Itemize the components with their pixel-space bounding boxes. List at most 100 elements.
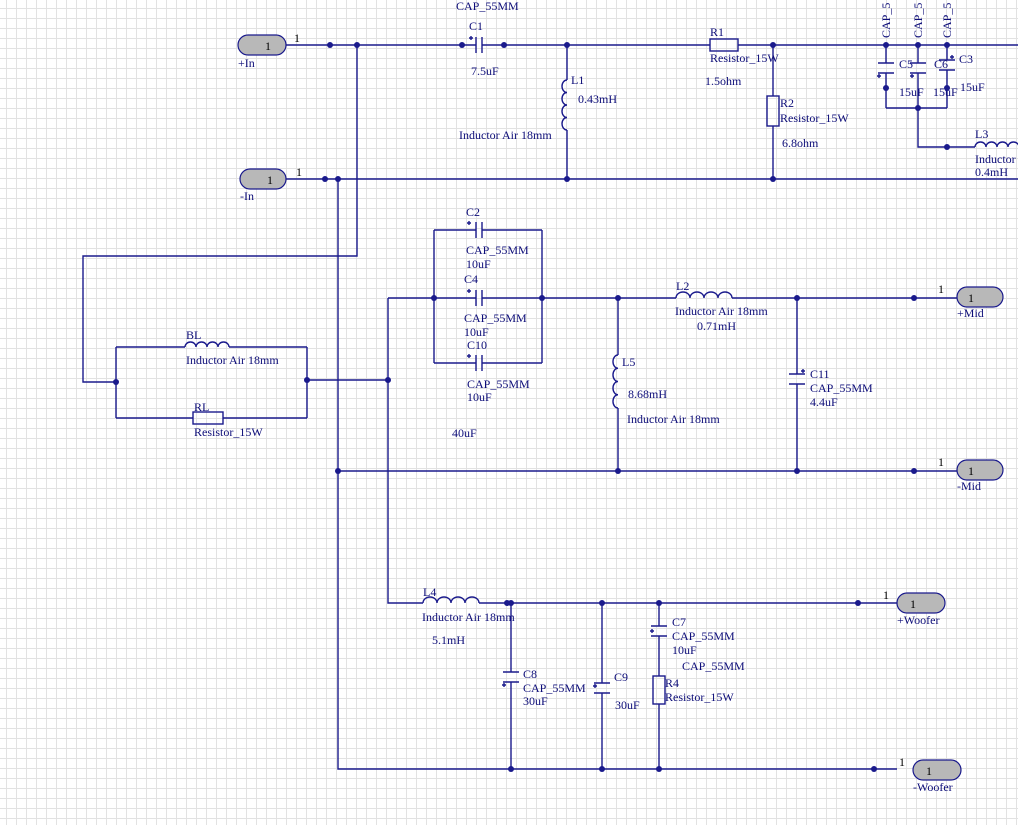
c2-symbol[interactable] [467, 221, 488, 238]
c3-type: CAP_5 [940, 3, 954, 38]
c9-symbol[interactable] [593, 682, 610, 694]
port-number: 1 [968, 291, 974, 305]
c7-symbol[interactable] [650, 625, 667, 637]
l1-value: 0.43mH [578, 92, 617, 106]
l2-ref: L2 [676, 279, 689, 293]
c10-ref: C10 [467, 338, 487, 352]
rl-symbol[interactable] [192, 411, 224, 425]
c1-ref: C1 [469, 19, 483, 33]
c10-value: 10uF [467, 390, 492, 404]
parallel-total-note: 40uF [452, 426, 477, 440]
l1-ref: L1 [571, 73, 584, 87]
c1-symbol[interactable] [468, 36, 488, 53]
c8-type: CAP_55MM [523, 681, 586, 695]
c7-type: CAP_55MM [672, 629, 735, 643]
port-label: -In [240, 189, 254, 203]
port-mid-pos[interactable]: 1 [956, 286, 1004, 308]
c11-value: 4.4uF [810, 395, 838, 409]
port-number: 1 [968, 464, 974, 478]
c9-ref: C9 [614, 670, 628, 684]
c8-symbol[interactable] [502, 671, 519, 687]
l5-value: 8.68mH [628, 387, 667, 401]
r4-symbol[interactable] [652, 675, 666, 705]
l4-value: 5.1mH [432, 633, 465, 647]
port-number: 1 [926, 764, 932, 778]
c4-type: CAP_55MM [464, 311, 527, 325]
c4-ref: C4 [464, 272, 478, 286]
l1-symbol[interactable] [561, 79, 568, 131]
l4-symbol[interactable] [422, 596, 480, 604]
bl-ref: BL [186, 328, 201, 342]
c7-ref: C7 [672, 615, 686, 629]
port-label: -Woofer [913, 780, 953, 794]
r1-ref: R1 [710, 25, 724, 39]
pin-label: 1 [938, 455, 944, 469]
r1-value: 1.5ohm [705, 74, 742, 88]
port-in-pos[interactable]: 1 [237, 34, 287, 56]
r1-type: Resistor_15W [710, 51, 779, 65]
rl-ref: RL [194, 400, 209, 414]
pin-label: 1 [883, 588, 889, 602]
c8-ref: C8 [523, 667, 537, 681]
port-label: +In [238, 56, 255, 70]
l5-ref: L5 [622, 355, 635, 369]
l4-type: Inductor Air 18mm [422, 610, 515, 624]
port-number: 1 [265, 39, 271, 53]
r1-symbol[interactable] [709, 38, 739, 52]
wires [82, 44, 1018, 770]
c7-value: 10uF [672, 643, 697, 657]
c2-value: 10uF [466, 257, 491, 271]
l2-symbol[interactable] [675, 291, 733, 299]
c3-symbol[interactable] [939, 55, 955, 71]
r2-ref: R2 [780, 96, 794, 110]
c11-symbol[interactable] [789, 369, 805, 385]
port-woofer-neg[interactable]: 1 [912, 759, 962, 781]
l5-symbol[interactable] [612, 354, 619, 409]
l3-symbol[interactable] [974, 141, 1018, 148]
c6-value: 15uF [933, 85, 958, 99]
l3-ref: L3 [975, 127, 988, 141]
c4-value: 10uF [464, 325, 489, 339]
l4-ref: L4 [423, 585, 436, 599]
l3-type: Inductor [975, 152, 1016, 166]
cap-label-extra: CAP_55MM [682, 659, 745, 673]
pin-label: 1 [294, 31, 300, 45]
port-number: 1 [910, 597, 916, 611]
r4-ref: R4 [665, 676, 679, 690]
l3-value: 0.4mH [975, 165, 1008, 179]
l5-type: Inductor Air 18mm [627, 412, 720, 426]
c9-value: 30uF [615, 698, 640, 712]
r2-value: 6.8ohm [782, 136, 819, 150]
port-in-neg[interactable]: 1 [239, 168, 287, 190]
r4-type: Resistor_15W [665, 690, 734, 704]
c6-type: CAP_5 [911, 3, 925, 38]
l2-type: Inductor Air 18mm [675, 304, 768, 318]
port-number: 1 [267, 173, 273, 187]
c1-value: 7.5uF [471, 64, 499, 78]
l2-value: 0.71mH [697, 319, 736, 333]
c3-ref: C3 [959, 52, 973, 66]
c5-value: 15uF [899, 85, 924, 99]
c4-symbol[interactable] [467, 289, 488, 306]
rl-type: Resistor_15W [194, 425, 263, 439]
bl-symbol[interactable] [184, 341, 230, 348]
r2-type: Resistor_15W [780, 111, 849, 125]
l1-type: Inductor Air 18mm [459, 128, 552, 142]
c10-symbol[interactable] [467, 354, 488, 371]
port-woofer-pos[interactable]: 1 [896, 592, 946, 614]
port-label: -Mid [957, 479, 981, 493]
bl-type: Inductor Air 18mm [186, 353, 279, 367]
c5-symbol[interactable] [877, 62, 894, 78]
c3-value: 15uF [960, 80, 985, 94]
junction-dots [113, 42, 950, 772]
pin-label: 1 [899, 755, 905, 769]
c2-ref: C2 [466, 205, 480, 219]
c6-symbol[interactable] [910, 62, 926, 78]
r2-symbol[interactable] [766, 95, 780, 127]
port-label: +Woofer [897, 613, 939, 627]
c2-type: CAP_55MM [466, 243, 529, 257]
port-mid-neg[interactable]: 1 [956, 459, 1004, 481]
pin-label: 1 [938, 282, 944, 296]
